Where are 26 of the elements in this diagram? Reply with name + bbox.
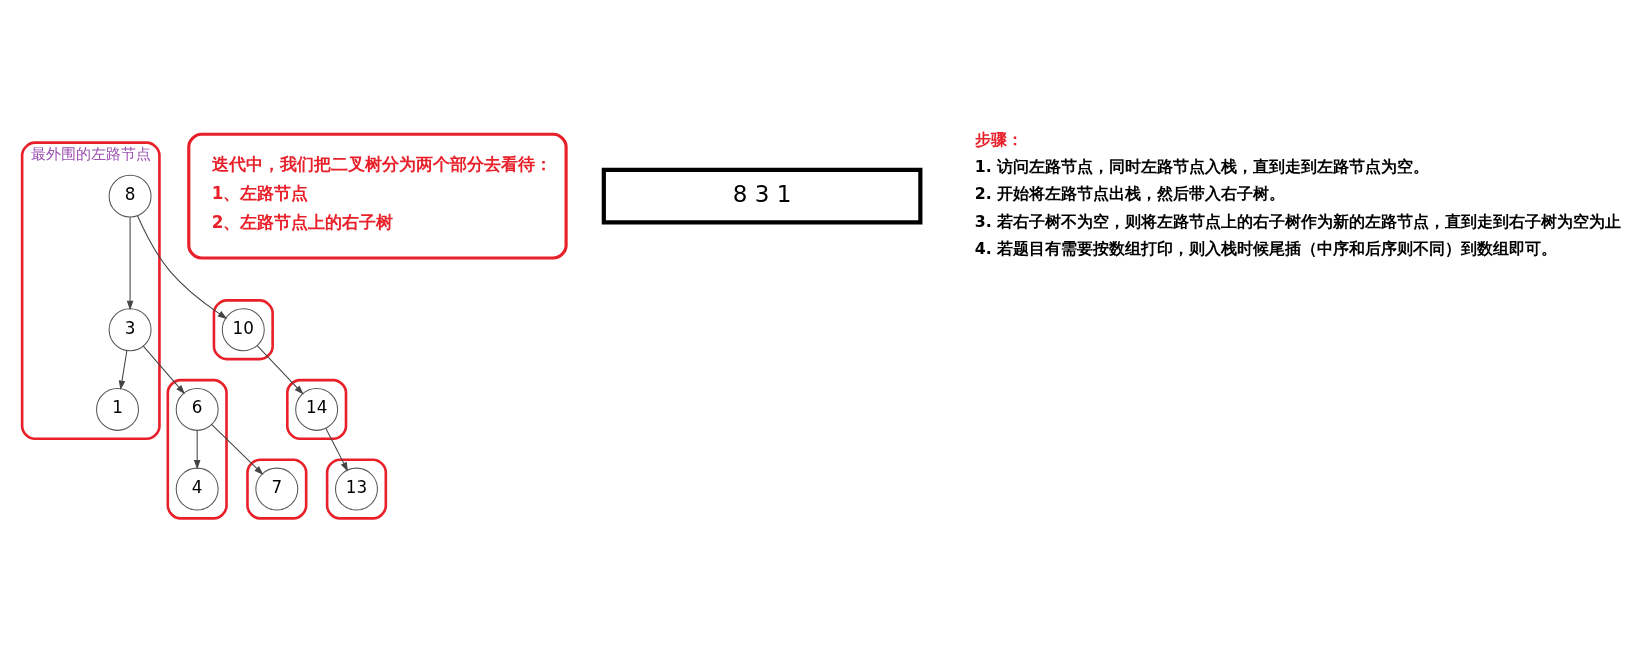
node-box: 迭代中，我们把二叉树分为两个部分去看待： 1、左路节点 2、左路节点上的右子树 (186, 132, 568, 260)
label: 3. 若右子树不为空，则将左路节点上的右子树作为新的左路节点，直到走到右子树为空为止 (974, 211, 1621, 231)
label: 步骤： (974, 129, 1023, 149)
node-circle: 3 (108, 308, 152, 352)
label: 2. 开始将左路节点出栈，然后带入右子树。 (974, 184, 1285, 204)
cluster (285, 378, 347, 441)
node-circle: 6 (175, 387, 219, 431)
arrow (193, 429, 200, 470)
node-box: 8 3 1 (601, 167, 922, 225)
node-circle: 1 (95, 387, 139, 431)
node-circle: 8 (108, 174, 152, 218)
arrow (142, 345, 185, 395)
node-circle: 4 (175, 467, 219, 511)
node-circle: 13 (334, 467, 378, 511)
arrow (118, 350, 127, 391)
cluster (245, 458, 307, 520)
label: 1. 访问左路节点，同时左路节点入栈，直到走到左路节点为空。 (974, 157, 1429, 177)
arrow (210, 424, 263, 475)
arrow (126, 216, 133, 311)
arrow (136, 215, 227, 319)
node-circle: 10 (221, 308, 265, 352)
arrow (256, 345, 304, 395)
label: 4. 若题目有需要按数组打印，则入栈时候尾插（中序和后序则不同）到数组即可。 (974, 238, 1557, 258)
cluster (212, 299, 274, 361)
arrow (324, 427, 348, 472)
cluster (166, 378, 228, 520)
